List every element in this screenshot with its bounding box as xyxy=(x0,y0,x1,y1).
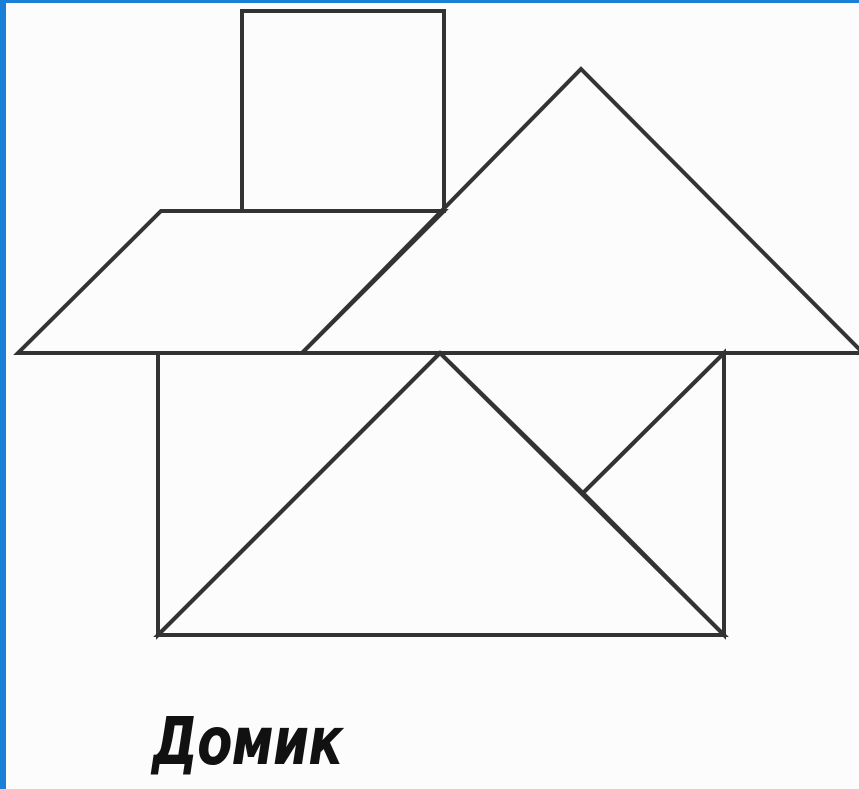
body-right-triangle xyxy=(583,353,724,635)
body-small-triangle xyxy=(440,353,724,493)
chimney-square xyxy=(242,11,444,211)
tangram-house-diagram xyxy=(6,3,859,789)
body-center-triangle xyxy=(158,353,724,635)
roof-parallelogram xyxy=(18,211,444,353)
figure-caption: Домик xyxy=(152,703,342,780)
